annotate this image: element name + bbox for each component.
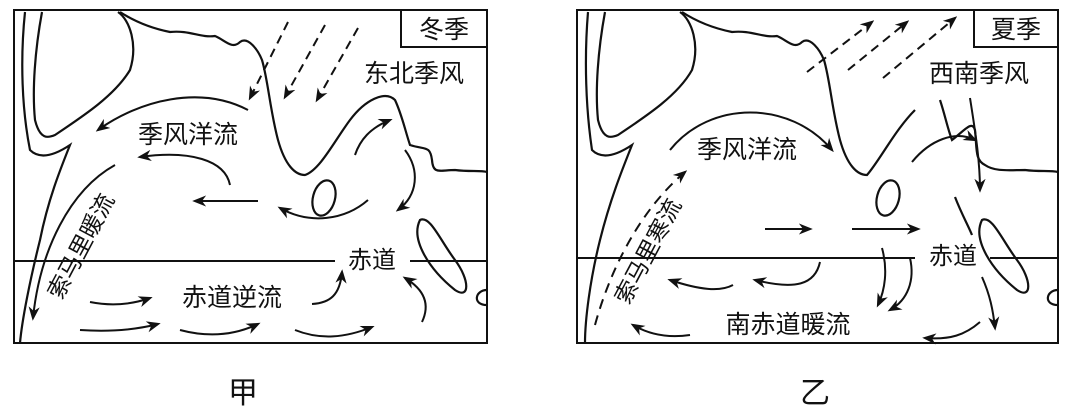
coastline	[583, 11, 1059, 344]
winter-map: 冬季 赤道 东北季风	[13, 9, 488, 344]
caption-yi: 乙	[800, 376, 830, 411]
panel-winter: 冬季 赤道 东北季风	[0, 0, 500, 360]
equator-label: 赤道	[348, 246, 396, 274]
current-arrows	[28, 96, 427, 338]
wind-arrows	[248, 21, 359, 103]
caption-jia: 甲	[228, 376, 258, 411]
map-frame	[13, 9, 488, 344]
wind-label: 西南季风	[929, 59, 1029, 88]
monsoon-current-label: 季风洋流	[697, 135, 797, 164]
season-label: 夏季	[991, 15, 1041, 44]
panel-summer: 夏季 赤道 西南季风	[570, 0, 1080, 360]
season-box	[973, 9, 1059, 48]
wind-label: 东北季风	[364, 59, 464, 88]
counter-current-label: 赤道逆流	[182, 283, 282, 312]
season-box	[400, 9, 488, 48]
somali-current-label: 索马里暖流	[43, 190, 120, 304]
current-arrows	[594, 97, 1000, 345]
equator-label: 赤道	[929, 242, 977, 270]
season-label: 冬季	[419, 15, 469, 44]
summer-map: 夏季 赤道 西南季风	[576, 9, 1059, 345]
monsoon-current-label: 季风洋流	[138, 120, 238, 149]
wind-arrows	[806, 16, 958, 79]
coastline	[18, 11, 488, 344]
south-equatorial-current-label: 南赤道暖流	[725, 310, 850, 339]
map-frame	[576, 9, 1059, 344]
